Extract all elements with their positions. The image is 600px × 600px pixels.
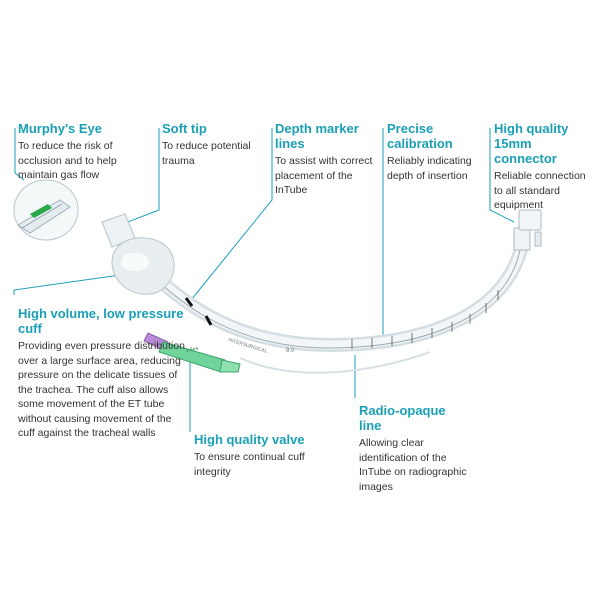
valve-volume-print: 1.5ml (185, 346, 198, 354)
calibration-ticks (351, 290, 499, 349)
leader-line-depth-marker (186, 128, 273, 306)
callout-title-soft-tip: Soft tip (162, 121, 207, 136)
callout-desc-depth-marker: To assist with correct placement of the … (275, 155, 373, 196)
callout-desc-connector: Reliable connection to all standard equi… (494, 170, 586, 211)
callout-title-cuff: High volume, low pressure cuff (18, 306, 184, 336)
callout-desc-valve: To ensure continual cuff integrity (194, 451, 305, 478)
callout-title-depth-marker: Depth marker lines (275, 121, 359, 151)
pilot-valve (143, 332, 241, 373)
callout-desc-radio-opaque: Allowing clear identification of the InT… (359, 437, 467, 493)
leader-lines (13, 128, 515, 432)
callout-desc-cuff: Providing even pressure distribution ove… (18, 340, 185, 439)
murphys-eye-inset (13, 179, 79, 241)
connector-15mm (513, 209, 542, 251)
leader-line-murphys-eye (14, 128, 25, 181)
depth-mark-1 (184, 297, 194, 307)
callout-desc-soft-tip: To reduce potential trauma (162, 140, 251, 167)
callout-precise-calibration: Precise calibration Reliably indicating … (387, 121, 485, 183)
callout-title-murphys-eye: Murphy's Eye (18, 121, 103, 136)
callout-title-radio-opaque: Radio-opaque line (359, 403, 446, 433)
depth-mark-2 (204, 315, 213, 326)
callout-desc-murphys-eye: To reduce the risk of occlusion and to h… (18, 140, 117, 181)
callout-connector: High quality 15mm connector Reliable con… (494, 121, 594, 213)
leader-line-cuff (13, 274, 121, 295)
inflation-line (239, 351, 431, 374)
leader-line-connector (489, 128, 515, 223)
callout-cuff: High volume, low pressure cuff Providing… (18, 306, 188, 441)
callout-desc-precise-calibration: Reliably indicating depth of insertion (387, 155, 472, 182)
callout-valve: High quality valve To ensure continual c… (194, 432, 324, 479)
tube-size-print: 8.0 (286, 348, 295, 354)
callout-title-connector: High quality 15mm connector (494, 121, 569, 166)
callout-depth-marker: Depth marker lines To assist with correc… (275, 121, 375, 198)
callout-radio-opaque: Radio-opaque line Allowing clear identif… (359, 403, 469, 494)
callout-title-valve: High quality valve (194, 432, 305, 447)
callout-murphys-eye: Murphy's Eye To reduce the risk of occlu… (18, 121, 158, 183)
tube-body (108, 225, 529, 353)
callout-soft-tip: Soft tip To reduce potential trauma (162, 121, 262, 168)
callout-title-precise-calibration: Precise calibration (387, 121, 453, 151)
